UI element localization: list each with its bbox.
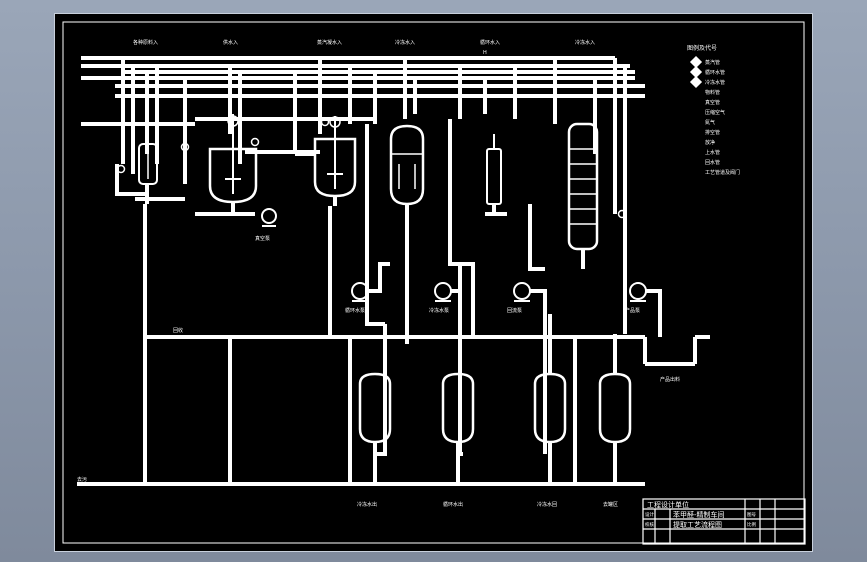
legend-item-5: 真空管 bbox=[705, 99, 720, 106]
top-label-5: 循环水入 bbox=[480, 39, 500, 46]
receiver-tanks bbox=[358, 372, 632, 444]
heat-exchanger bbox=[448, 119, 507, 266]
legend-title: 图例及代号 bbox=[687, 44, 717, 52]
legend-item-11: 回水管 bbox=[705, 159, 720, 166]
top-label-1: 各种原料入 bbox=[133, 39, 158, 46]
pumps bbox=[351, 282, 647, 302]
drawing-viewport[interactable]: 各种原料入 供水入 蒸汽凝水入 冷冻水入 循环水入 冷冻水入 H 真空泵 循环水… bbox=[54, 13, 813, 552]
top-label-4: 冷冻水入 bbox=[395, 39, 415, 46]
legend-item-7: 氮气 bbox=[705, 119, 715, 126]
title-block-row-right-1: 图号 bbox=[747, 512, 756, 518]
title-block bbox=[642, 498, 806, 545]
legend-symbols bbox=[689, 55, 703, 89]
legend-item-6: 压缩空气 bbox=[705, 109, 725, 116]
evaporator-1 bbox=[365, 124, 425, 344]
legend-item-9: 放净 bbox=[705, 139, 715, 146]
drawing-labels: 各种原料入 供水入 蒸汽凝水入 冷冻水入 循环水入 冷冻水入 H 真空泵 循环水… bbox=[77, 39, 756, 529]
top-label-3: 蒸汽凝水入 bbox=[317, 39, 342, 46]
process-flow-diagram: 各种原料入 供水入 蒸汽凝水入 冷冻水入 循环水入 冷冻水入 H 真空泵 循环水… bbox=[62, 21, 806, 545]
legend-item-10: 上水管 bbox=[705, 149, 720, 156]
mid-label: 回收 bbox=[173, 327, 183, 334]
legend-item-12: 工艺管道及阀门 bbox=[705, 169, 740, 176]
title-block-line1: 苯甲醛-精制车间 bbox=[673, 510, 725, 519]
title-block-row-left-1: 设计 bbox=[645, 511, 654, 518]
distillation-column bbox=[528, 122, 599, 271]
drawing-frame bbox=[62, 21, 805, 544]
title-block-company: 工程设计单位 bbox=[647, 500, 689, 509]
bottom-label-4: 去罐区 bbox=[603, 501, 618, 508]
vacuum-pump bbox=[261, 208, 277, 227]
pump-label-2: 冷冻水泵 bbox=[429, 307, 449, 314]
legend-item-4: 物料管 bbox=[705, 89, 720, 96]
bottom-left-label: 去污 bbox=[77, 476, 87, 483]
bottom-label-3: 冷冻水回 bbox=[537, 501, 557, 508]
pump-connections bbox=[328, 206, 662, 456]
pump-label-1: 循环水泵 bbox=[345, 307, 365, 314]
reactor-3 bbox=[295, 116, 357, 206]
header-pipes bbox=[81, 56, 645, 154]
top-label-2: 供水入 bbox=[223, 39, 238, 46]
pump-label-4: 产品泵 bbox=[625, 307, 640, 314]
legend-item-8: 排空管 bbox=[705, 129, 720, 136]
top-label-extra: H bbox=[483, 50, 487, 56]
top-label-6: 冷冻水入 bbox=[575, 39, 595, 46]
title-block-line2: 提取工艺流程图 bbox=[673, 520, 722, 529]
bottom-label-1: 冷冻水出 bbox=[357, 501, 377, 508]
instruments bbox=[116, 117, 627, 219]
pump-label-3: 回流泵 bbox=[507, 307, 522, 314]
bottom-label-2: 循环水出 bbox=[443, 501, 463, 508]
reactor-2 bbox=[195, 114, 258, 216]
receiver-drains bbox=[373, 314, 617, 484]
legend-item-1: 蒸汽管 bbox=[705, 59, 720, 66]
vacuum-pump-label: 真空泵 bbox=[255, 235, 270, 242]
right-label: 产品出料 bbox=[660, 376, 680, 383]
title-block-row-right-2: 比例 bbox=[747, 521, 756, 528]
reactor-1 bbox=[115, 134, 185, 204]
title-block-row-left-2: 校核 bbox=[645, 521, 654, 528]
vertical-risers bbox=[121, 58, 627, 334]
legend-item-2: 循环水管 bbox=[705, 69, 725, 76]
legend-item-3: 冷冻水管 bbox=[705, 79, 725, 86]
